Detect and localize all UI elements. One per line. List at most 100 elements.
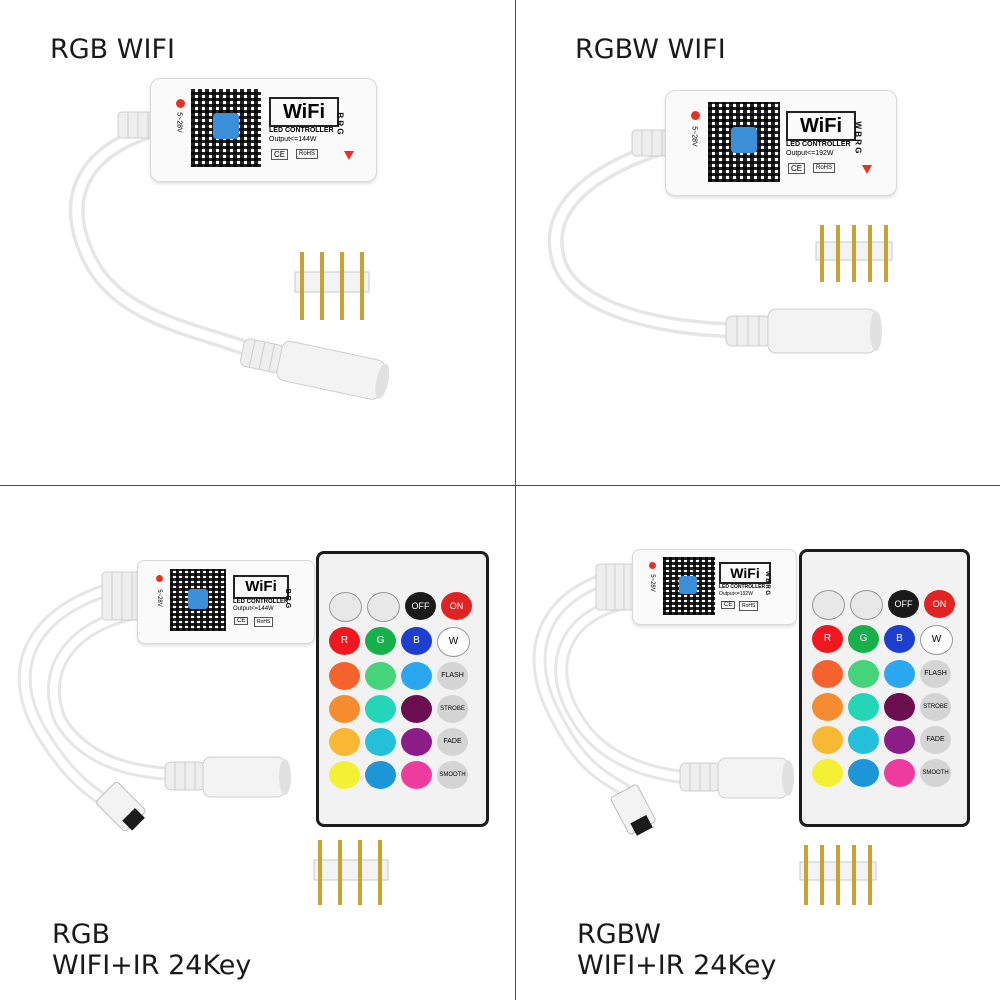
caption-line: RGBW WIFI (575, 34, 726, 65)
controller-subtitle: LED CONTROLLER (719, 584, 766, 590)
white-key[interactable]: W (437, 627, 470, 657)
color-key[interactable] (848, 759, 879, 787)
blue-key[interactable]: B (401, 627, 432, 655)
wifi-controller-rgb: WiFi LED CONTROLLER Output<=144W 5~28V B… (150, 78, 377, 182)
color-key[interactable] (401, 695, 432, 723)
app-logo-icon (213, 113, 239, 139)
color-key[interactable] (884, 759, 915, 787)
arrow-indicator-icon (862, 165, 872, 174)
red-key[interactable]: R (812, 625, 843, 653)
color-key[interactable] (365, 761, 396, 789)
wifi-controller-rgbw: WiFi LED CONTROLLER Output<=192W 5~28V W… (665, 90, 897, 196)
voltage-label: 5~28V (648, 574, 655, 592)
color-key[interactable] (365, 728, 396, 756)
output-rating: Output<=192W (786, 150, 834, 157)
caption-line: WIFI+IR 24Key (577, 950, 777, 981)
ce-mark: CE (234, 617, 249, 625)
wifi-logo: WiFi (269, 97, 339, 127)
controller-subtitle: LED CONTROLLER (269, 127, 334, 134)
smooth-key[interactable]: SMOOTH (920, 759, 951, 787)
white-key[interactable]: W (920, 625, 953, 655)
app-logo-icon (188, 589, 208, 609)
color-key[interactable] (365, 662, 396, 690)
wifi-logo: WiFi (233, 575, 289, 599)
plus-indicator-icon (649, 562, 656, 569)
color-key[interactable] (329, 761, 360, 789)
color-key[interactable] (812, 726, 843, 754)
color-key[interactable] (329, 728, 360, 756)
app-logo-icon (679, 576, 697, 594)
flash-key[interactable]: FLASH (437, 662, 468, 690)
green-key[interactable]: G (365, 627, 396, 655)
rohs-mark: RoHS (739, 601, 759, 611)
ce-mark: CE (721, 601, 736, 609)
plus-indicator-icon (691, 111, 700, 120)
strobe-key[interactable]: STROBE (437, 695, 468, 723)
pin-labels: W B R G (764, 571, 770, 595)
brightness-down-key[interactable] (850, 590, 883, 620)
color-key[interactable] (812, 660, 843, 688)
color-key[interactable] (329, 662, 360, 690)
caption-line: RGB WIFI (50, 34, 175, 65)
horizontal-divider (0, 485, 1000, 486)
brightness-up-key[interactable] (812, 590, 845, 620)
plus-indicator-icon (176, 99, 185, 108)
color-key[interactable] (812, 693, 843, 721)
flash-key[interactable]: FLASH (920, 660, 951, 688)
on-key[interactable]: ON (441, 592, 472, 620)
green-key[interactable]: G (848, 625, 879, 653)
color-key[interactable] (329, 695, 360, 723)
color-key[interactable] (812, 759, 843, 787)
color-key[interactable] (848, 726, 879, 754)
wifi-controller-rgb-ir: WiFi LED CONTROLLER Output<=144W 5~28V B… (137, 560, 315, 644)
color-key[interactable] (884, 660, 915, 688)
color-key[interactable] (848, 693, 879, 721)
rohs-mark: RoHS (813, 163, 836, 173)
wifi-logo: WiFi (719, 562, 771, 584)
output-rating: Output<=144W (233, 606, 274, 612)
caption-rgbw-wifi-ir: RGBW WIFI+IR 24Key (577, 919, 776, 981)
arrow-indicator-icon (344, 151, 354, 160)
blue-key[interactable]: B (884, 625, 915, 653)
color-key[interactable] (401, 662, 432, 690)
color-key[interactable] (848, 660, 879, 688)
vertical-divider (515, 0, 516, 1000)
output-rating: Output<=192W (719, 591, 753, 597)
brightness-up-key[interactable] (329, 592, 362, 622)
on-key[interactable]: ON (924, 590, 955, 618)
caption-rgbw-wifi: RGBW WIFI (575, 34, 726, 65)
remote-keypad: OFF ON R G B W FLASH STROBE FADE (329, 592, 474, 789)
off-key[interactable]: OFF (888, 590, 919, 618)
color-key[interactable] (401, 728, 432, 756)
color-key[interactable] (884, 693, 915, 721)
plus-indicator-icon (156, 575, 163, 582)
color-key[interactable] (401, 761, 432, 789)
off-key[interactable]: OFF (405, 592, 436, 620)
ce-mark: CE (788, 163, 806, 174)
ir-remote-rgb: OFF ON R G B W FLASH STROBE FADE (316, 551, 489, 827)
red-key[interactable]: R (329, 627, 360, 655)
ce-mark: CE (271, 149, 289, 160)
strobe-key[interactable]: STROBE (920, 693, 951, 721)
color-key[interactable] (365, 695, 396, 723)
output-rating: Output<=144W (269, 136, 317, 143)
smooth-key[interactable]: SMOOTH (437, 761, 468, 789)
controller-subtitle: LED CONTROLLER (786, 141, 851, 148)
color-key[interactable] (884, 726, 915, 754)
brightness-down-key[interactable] (367, 592, 400, 622)
rohs-mark: RoHS (254, 617, 274, 627)
panel-rgbw-wifi (516, 0, 1000, 485)
fade-key[interactable]: FADE (437, 728, 468, 756)
remote-keypad: OFF ON R G B W FLASH STROBE FADE (812, 590, 957, 787)
caption-rgb-wifi-ir: RGB WIFI+IR 24Key (52, 919, 251, 981)
fade-key[interactable]: FADE (920, 726, 951, 754)
wifi-controller-rgbw-ir: WiFi LED CONTROLLER Output<=192W 5~28V W… (632, 549, 797, 625)
